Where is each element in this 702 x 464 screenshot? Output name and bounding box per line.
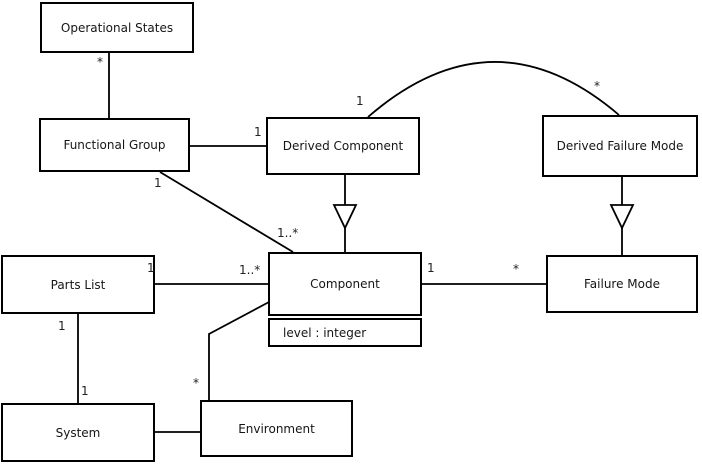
edge-arc-derivedcomponent-derivedfailuremode bbox=[367, 61, 620, 118]
class-component: Component bbox=[268, 252, 422, 316]
class-failure-mode: Failure Mode bbox=[546, 255, 698, 313]
edge-functionalgroup-component bbox=[159, 171, 294, 253]
attribute-text: level : integer bbox=[283, 325, 367, 340]
class-name: Derived Failure Mode bbox=[556, 139, 684, 153]
multiplicity-label: * bbox=[193, 376, 199, 390]
multiplicity-label: 1 bbox=[356, 94, 364, 108]
class-name: Environment bbox=[238, 421, 315, 436]
class-name: Component bbox=[310, 277, 380, 291]
multiplicity-label: * bbox=[513, 262, 519, 276]
class-system: System bbox=[1, 403, 155, 462]
class-name: Parts List bbox=[50, 277, 106, 292]
generalization-triangle-icon bbox=[332, 204, 358, 231]
class-name: Functional Group bbox=[63, 138, 166, 152]
multiplicity-label: 1..* bbox=[239, 263, 261, 277]
class-component-attributes: level : integer bbox=[268, 318, 422, 347]
class-name: Operational States bbox=[60, 20, 174, 35]
multiplicity-label: 1 bbox=[81, 384, 89, 398]
generalization-triangle-icon bbox=[609, 204, 635, 231]
multiplicity-label: 1 bbox=[147, 261, 155, 275]
class-name: Failure Mode bbox=[584, 277, 660, 291]
multiplicity-label: 1 bbox=[154, 176, 162, 190]
edge-environment-component bbox=[208, 301, 270, 400]
class-name: Derived Component bbox=[282, 139, 404, 153]
class-operational-states: Operational States bbox=[40, 2, 194, 53]
class-environment: Environment bbox=[200, 400, 353, 457]
multiplicity-label: 1 bbox=[58, 319, 66, 333]
multiplicity-label: * bbox=[594, 79, 600, 93]
multiplicity-label: 1 bbox=[254, 125, 262, 139]
class-derived-failure-mode: Derived Failure Mode bbox=[542, 115, 698, 177]
multiplicity-label: * bbox=[97, 55, 103, 69]
class-functional-group: Functional Group bbox=[39, 118, 190, 172]
class-derived-component: Derived Component bbox=[266, 117, 420, 175]
class-parts-list: Parts List bbox=[1, 255, 155, 314]
multiplicity-label: 1..* bbox=[277, 226, 299, 240]
multiplicity-label: 1 bbox=[427, 261, 435, 275]
class-name: System bbox=[55, 425, 101, 440]
